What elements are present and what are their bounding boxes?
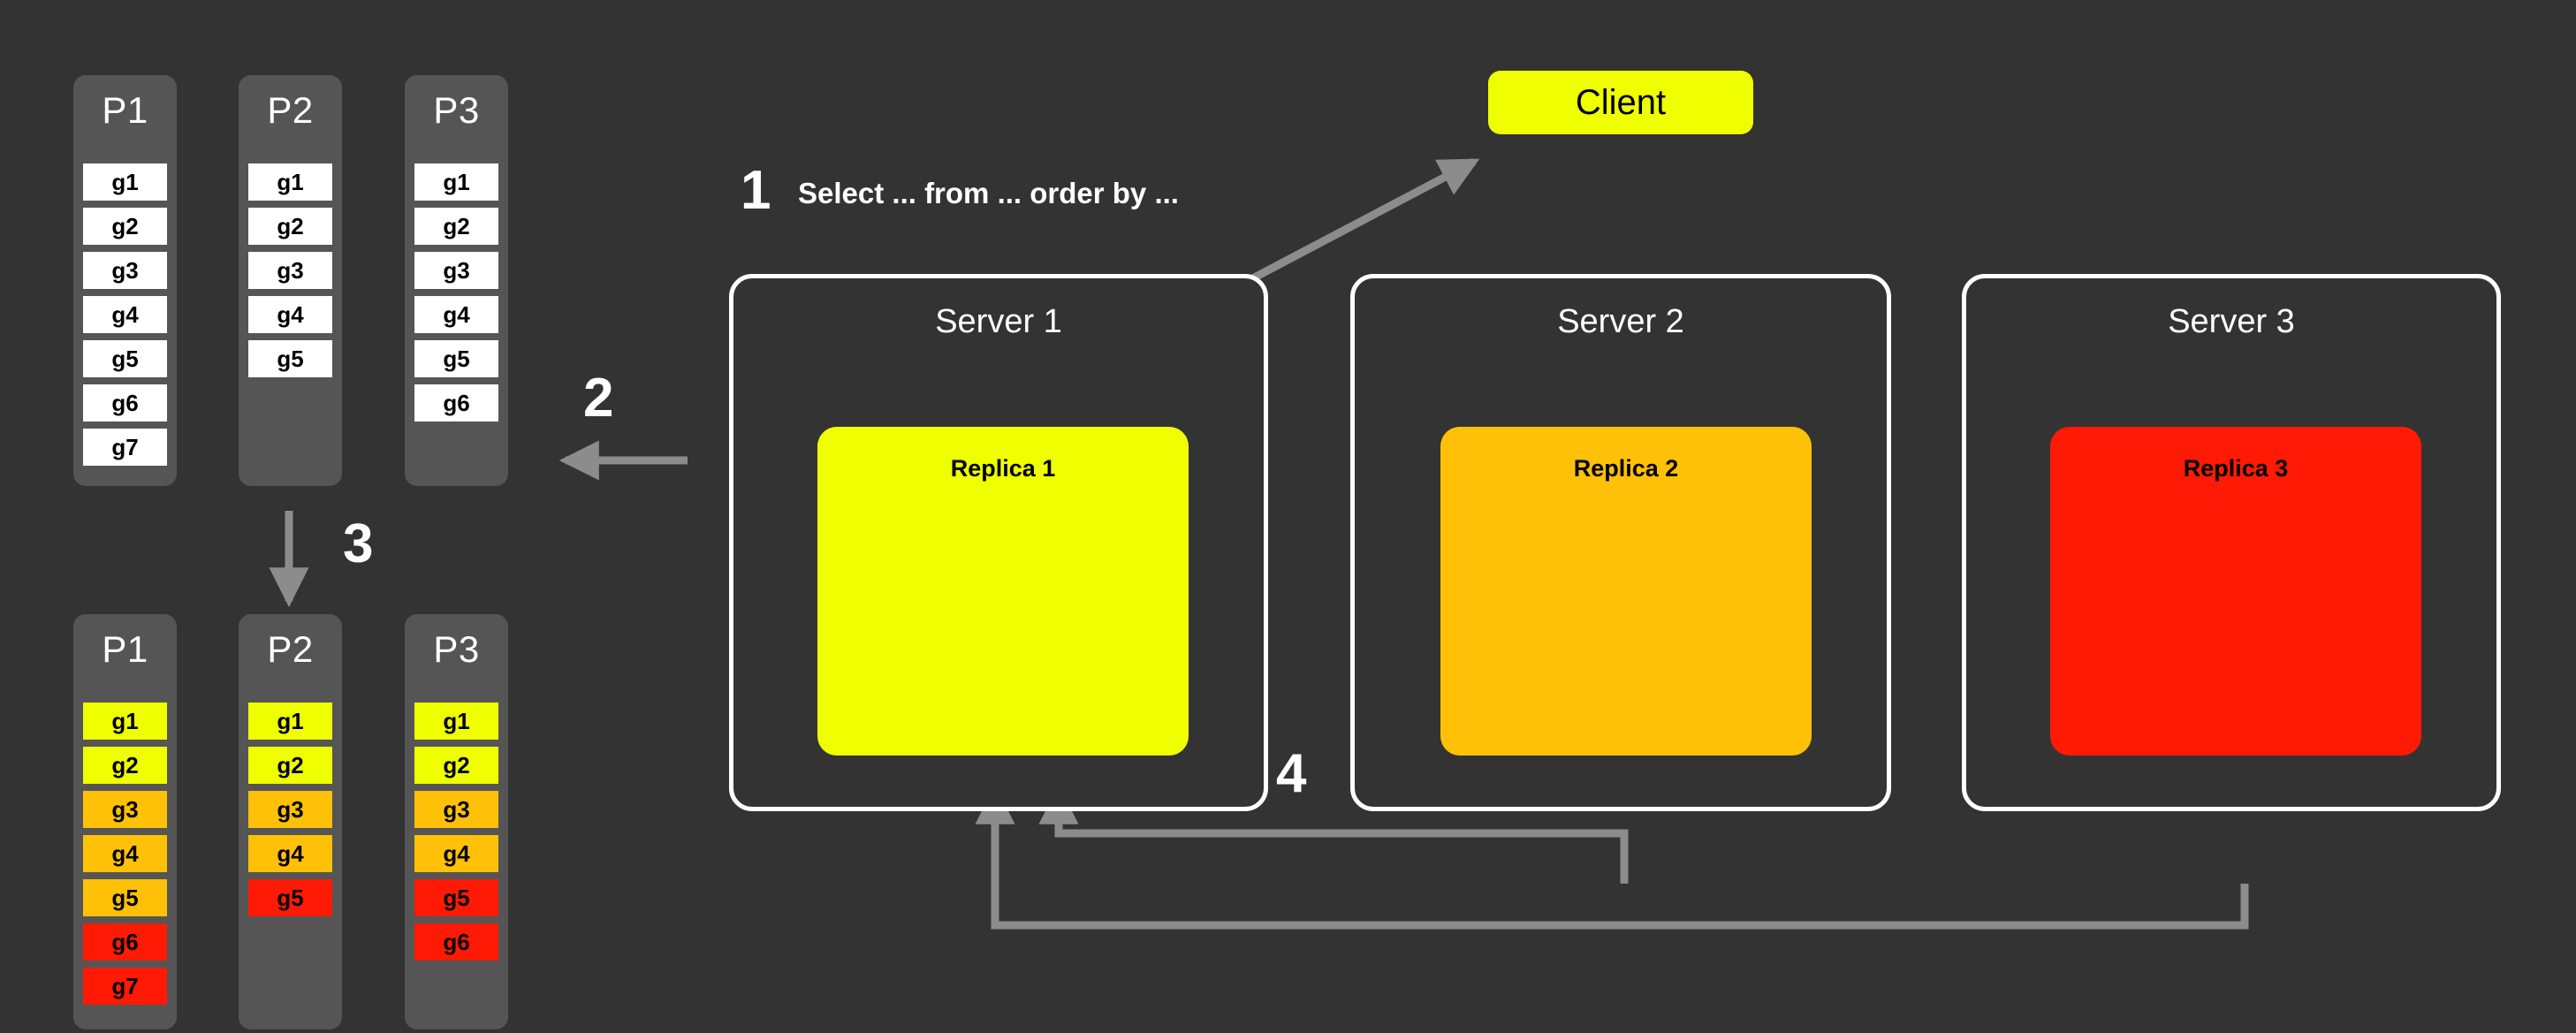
replica-label: Replica 3: [2183, 455, 2289, 482]
step-number-2: 2: [583, 368, 614, 429]
partition-cell: g5: [248, 879, 332, 916]
partition-bottom-p1: P1 g1 g2 g3 g4 g5 g6 g7: [73, 614, 177, 1029]
partition-top-p2: P2 g1 g2 g3 g4 g5: [239, 75, 342, 486]
partition-cell: g4: [248, 296, 332, 333]
partition-title: P1: [102, 628, 148, 670]
partition-cell: g7: [83, 429, 167, 466]
partition-cell: g2: [414, 208, 498, 245]
partition-cell: g1: [248, 703, 332, 740]
server-title: Server 1: [935, 303, 1062, 340]
partition-cell: g4: [414, 835, 498, 872]
client-box[interactable]: Client: [1488, 71, 1753, 134]
server-title: Server 2: [1557, 303, 1684, 340]
partition-bottom-p3: P3 g1 g2 g3 g4 g5 g6: [405, 614, 508, 1029]
partition-cell: g5: [414, 340, 498, 377]
replica-label: Replica 2: [1573, 455, 1679, 482]
step-number-3: 3: [343, 513, 374, 574]
replica-box-2[interactable]: Replica 2: [1440, 427, 1812, 756]
partition-cell: g5: [414, 879, 498, 916]
partition-cell: g1: [414, 163, 498, 201]
partition-cell: g4: [414, 296, 498, 333]
partition-cell: g1: [83, 703, 167, 740]
partition-top-p1: P1 g1 g2 g3 g4 g5 g6 g7: [73, 75, 177, 486]
partition-cell: g3: [248, 791, 332, 828]
partition-cell: g3: [83, 252, 167, 289]
server-box-1: Server 1 Replica 1: [729, 274, 1268, 811]
server-box-2: Server 2 Replica 2: [1350, 274, 1891, 811]
replica-box-3[interactable]: Replica 3: [2050, 427, 2421, 756]
partition-title: P2: [267, 89, 314, 131]
step-number-1: 1: [741, 160, 771, 221]
partition-cell: g1: [83, 163, 167, 201]
partition-cell: g7: [83, 968, 167, 1005]
partition-title: P2: [267, 628, 314, 670]
partition-cell: g3: [248, 252, 332, 289]
partition-cell: g4: [83, 835, 167, 872]
partition-cell: g2: [248, 747, 332, 784]
partition-bottom-p2: P2 g1 g2 g3 g4 g5: [239, 614, 342, 1029]
partition-cell: g2: [414, 747, 498, 784]
query-text: Select ... from ... order by ...: [798, 177, 1179, 209]
replica-box-1[interactable]: Replica 1: [817, 427, 1189, 756]
partition-cell: g2: [83, 747, 167, 784]
client-label: Client: [1575, 82, 1667, 122]
partition-cell: g4: [83, 296, 167, 333]
partition-cell: g6: [414, 384, 498, 422]
server-box-3: Server 3 Replica 3: [1962, 274, 2501, 811]
partition-cell: g3: [414, 252, 498, 289]
partition-cell: g2: [248, 208, 332, 245]
partition-cell: g1: [414, 703, 498, 740]
partition-title: P1: [102, 89, 148, 131]
partition-cell: g2: [83, 208, 167, 245]
replica-label: Replica 1: [950, 455, 1056, 482]
partition-top-p3: P3 g1 g2 g3 g4 g5 g6: [405, 75, 508, 486]
partition-cell: g3: [414, 791, 498, 828]
partition-cell: g5: [83, 879, 167, 916]
partition-cell: g6: [83, 923, 167, 961]
partition-cell: g5: [248, 340, 332, 377]
partition-cell: g6: [414, 923, 498, 961]
partition-cell: g6: [83, 384, 167, 422]
partition-cell: g4: [248, 835, 332, 872]
partition-title: P3: [433, 89, 480, 131]
server-title: Server 3: [2168, 303, 2295, 340]
partition-cell: g1: [248, 163, 332, 201]
partition-title: P3: [433, 628, 480, 670]
step-number-4: 4: [1276, 743, 1307, 804]
partition-cell: g3: [83, 791, 167, 828]
partition-cell: g5: [83, 340, 167, 377]
